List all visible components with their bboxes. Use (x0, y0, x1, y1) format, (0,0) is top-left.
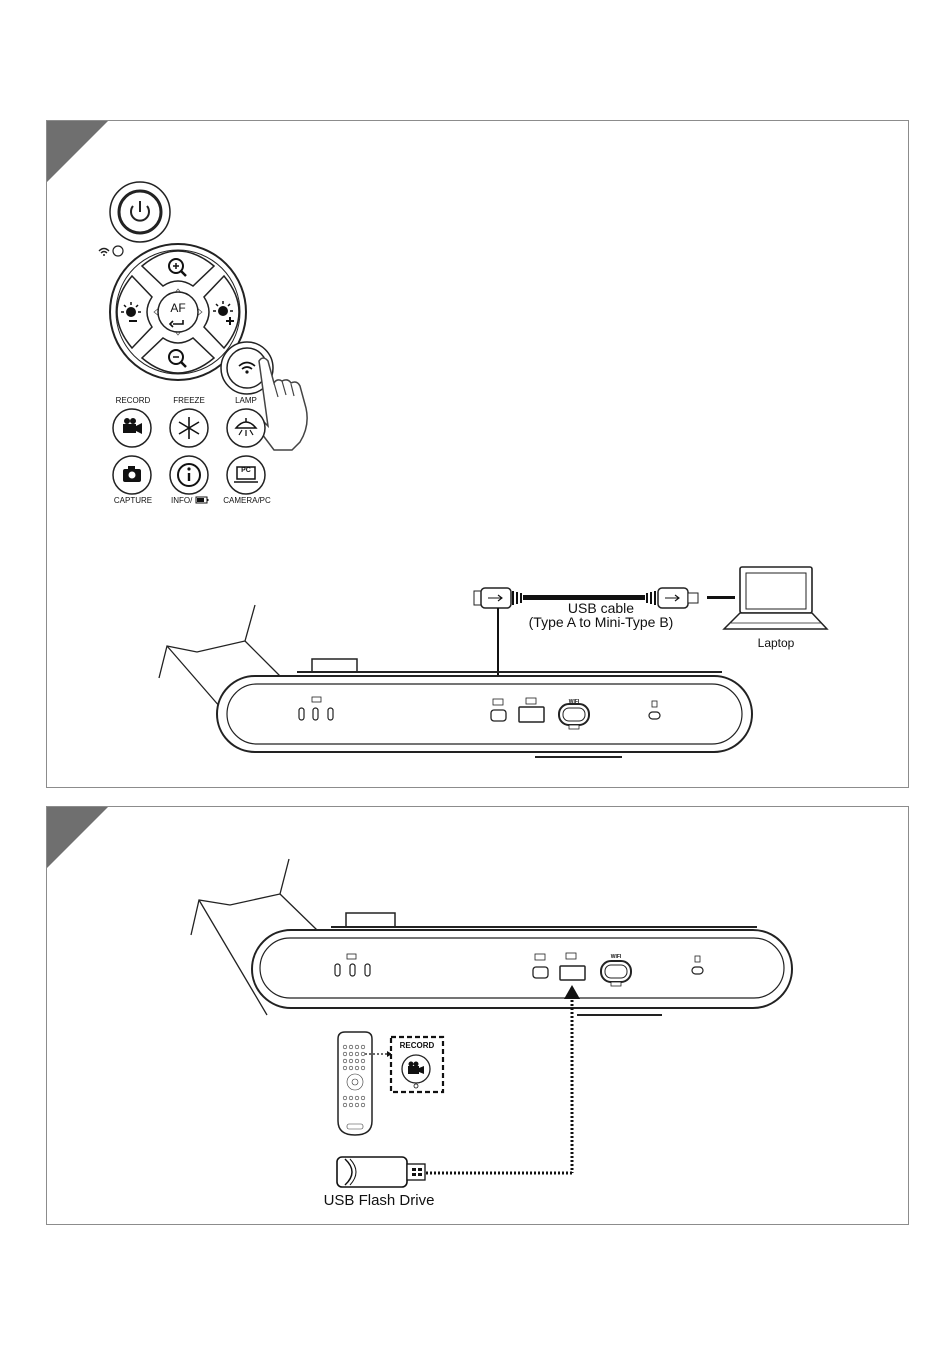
lamp-button[interactable] (227, 409, 265, 447)
step-panel-2: RECORD WIFI USB Flash Drive (46, 806, 909, 1225)
remote-control-icon (338, 1032, 392, 1135)
record-highlight-label: RECORD (392, 1041, 442, 1050)
lamp-label: LAMP (225, 396, 267, 405)
wifi-port-label: WIFI (564, 699, 584, 705)
info-button[interactable] (170, 456, 208, 494)
usb-cable-label-line2: (Type A to Mini-Type B) (516, 615, 686, 629)
pc-icon-text: PC (239, 467, 253, 474)
record-button[interactable] (113, 409, 151, 447)
wifi-port-label: WIFI (606, 954, 626, 960)
freeze-label: FREEZE (168, 396, 210, 405)
step-panel-1: RECORD FREEZE LAMP CAPTURE INFO/ CAMERA/… (46, 120, 909, 788)
freeze-button[interactable] (170, 409, 208, 447)
power-button[interactable] (110, 182, 170, 242)
usb-cable-label-line1: USB cable (516, 601, 686, 615)
laptop-icon (724, 567, 827, 629)
capture-button[interactable] (113, 456, 151, 494)
capture-label: CAPTURE (107, 496, 159, 505)
usb-flash-drive-label: USB Flash Drive (309, 1192, 449, 1209)
camera-pc-button[interactable] (227, 456, 265, 494)
af-label: AF (168, 301, 188, 315)
usb-flash-drive-icon (337, 1157, 425, 1187)
wifi-status-icon (99, 246, 123, 256)
document-camera-device (191, 859, 792, 1015)
usb-recording-diagram (47, 807, 908, 1224)
info-label: INFO/ (171, 496, 192, 505)
laptop-label: Laptop (749, 636, 803, 650)
battery-icon (196, 497, 209, 503)
control-panel-diagram (47, 121, 908, 787)
usb-connection-path (425, 985, 580, 1173)
usb-cable-label: USB cable (Type A to Mini-Type B) (516, 601, 686, 629)
camera-pc-label: CAMERA/PC (219, 496, 275, 505)
record-label: RECORD (112, 396, 154, 405)
